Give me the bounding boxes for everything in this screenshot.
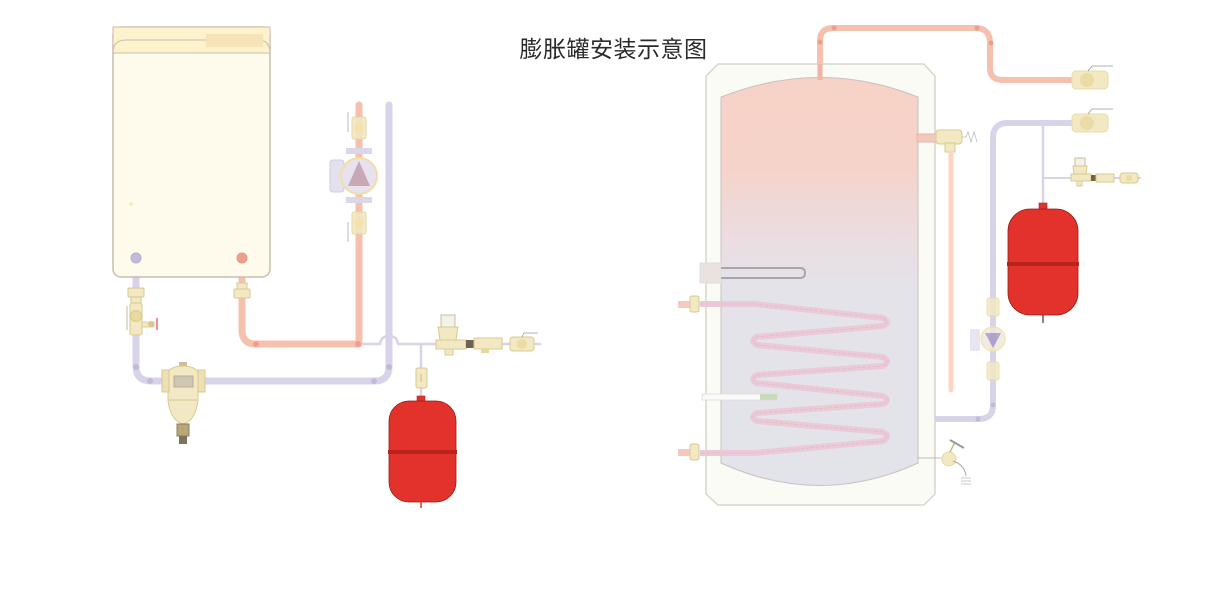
immersion-heater: [699, 262, 807, 284]
left-heating-system: [112, 26, 542, 508]
hot-water-ball-valve: [1071, 65, 1113, 90]
separator-sight-glass: [173, 375, 194, 388]
tank-seam-band: [388, 450, 457, 454]
cold-pipe-joints: [975, 402, 996, 422]
boiler-union-return: [127, 287, 145, 304]
coil-return-connection: [678, 443, 700, 461]
expansion-tank-left: [388, 395, 457, 508]
drain-outlet-icon: [961, 477, 971, 485]
filling-valve-assembly: [1070, 157, 1139, 187]
right-dhw-system: [678, 25, 1141, 506]
pump-direction-arrow-up-icon: [348, 161, 370, 186]
flow-pipe-joints: [253, 341, 361, 347]
boiler-union-flow: [233, 282, 251, 299]
pump-direction-arrow-down-icon: [985, 333, 1001, 348]
drain-cock-icon: [148, 321, 154, 327]
wall-hung-boiler: [112, 26, 271, 278]
tank-seam-band: [1007, 262, 1079, 266]
expansion-tank-right: [1007, 202, 1079, 323]
drain-valve: [918, 439, 971, 485]
filling-ball-valve: [509, 332, 538, 352]
cold-inlet-ball-valve: [1071, 108, 1113, 133]
tmp-relief-valve: [916, 129, 978, 153]
hot-water-outlet-pipe: [817, 25, 1075, 83]
boiler-return-pipe: [132, 101, 393, 385]
boiler-indicator-led: [129, 202, 133, 206]
circulation-pump: [329, 112, 378, 242]
pressure-reducing-filling-valve: [435, 314, 503, 356]
diagram-title: 膨胀罐安装示意图: [0, 30, 1223, 64]
return-isolation-valve: [126, 302, 158, 336]
cold-inlet-pipe: [914, 120, 1075, 422]
spring-icon: [962, 130, 978, 144]
hot-pipe-joints: [817, 25, 994, 46]
thermostat-pocket: [701, 393, 778, 401]
return-pipe-joints: [133, 364, 392, 384]
boiler-return-connection: [130, 252, 142, 264]
expansion-branch-pipe: [360, 334, 542, 346]
expansion-tank-isolation-valve: [415, 367, 428, 389]
coil-flow-connection: [678, 295, 700, 313]
secondary-return-pump: [970, 297, 1006, 381]
boiler-display-panel: [206, 34, 263, 47]
dirt-separator: [161, 362, 206, 444]
diagram-title-text: 膨胀罐安装示意图: [519, 37, 708, 63]
boiler-flow-connection: [236, 252, 248, 264]
